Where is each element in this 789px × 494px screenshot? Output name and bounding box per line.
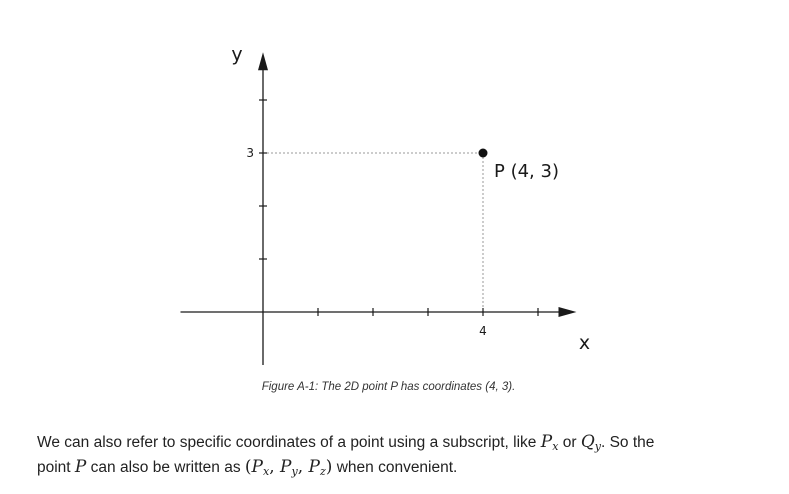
math-tuple-p1: P: [251, 457, 263, 477]
tick-labels: 43: [246, 146, 486, 338]
math-subscript-x: x: [552, 440, 559, 453]
body-paragraph: We can also refer to specific coordinate…: [37, 430, 767, 480]
paragraph-or-text: or: [558, 434, 581, 451]
math-tuple-px: Px: [252, 457, 270, 477]
math-subscript-y: y: [594, 440, 601, 453]
paragraph-so-text: . So the: [600, 434, 655, 451]
x-axis-arrowhead: [558, 307, 577, 317]
x-axis-ticks: [317, 308, 539, 316]
x-axis-label: x: [579, 332, 590, 354]
data-point-0: [478, 148, 488, 158]
math-tuple-sub-z: z: [319, 465, 326, 478]
y-axis-ticks: [259, 99, 267, 260]
math-tuple-sub-x: x: [263, 465, 270, 478]
point-p-label: P (4, 3): [494, 161, 559, 182]
math-p-symbol: P: [74, 457, 87, 477]
figure-caption: Figure A-1: The 2D point P has coordinat…: [0, 381, 789, 393]
math-tuple-p2: P: [280, 457, 292, 477]
figure-caption-text: Figure A-1: The 2D point P has coordinat…: [261, 381, 516, 393]
math-open-paren: (: [244, 457, 252, 477]
math-symbol-q: Q: [580, 432, 595, 452]
math-symbol-p: P: [540, 432, 553, 452]
paragraph-written-as-text: can also be written as: [86, 459, 245, 476]
x-axis: [180, 307, 577, 317]
math-tuple-py: Py: [280, 457, 298, 477]
x-tick-label-4: 4: [479, 324, 487, 338]
math-tuple-sub-y: y: [291, 465, 298, 478]
data-points: [478, 148, 488, 158]
paragraph-end-text: when convenient.: [332, 459, 458, 476]
y-axis-arrowhead: [258, 52, 268, 71]
math-tuple-p3: P: [308, 457, 320, 477]
y-axis: [258, 52, 268, 365]
y-tick-label-3: 3: [246, 146, 254, 160]
math-comma-2: ,: [297, 457, 309, 477]
math-p-sub-x: Px: [541, 432, 559, 452]
math-tuple-pz: Pz: [309, 457, 326, 477]
coordinate-figure: 43 x y P (4, 3): [180, 43, 590, 365]
math-comma-1: ,: [269, 457, 281, 477]
y-axis-label: y: [231, 43, 242, 65]
math-close-paren: ): [325, 457, 333, 477]
paragraph-intro-text: We can also refer to specific coordinate…: [37, 434, 541, 451]
paragraph-line2-start: point: [37, 459, 75, 476]
math-q-sub-y: Qy: [581, 432, 601, 452]
